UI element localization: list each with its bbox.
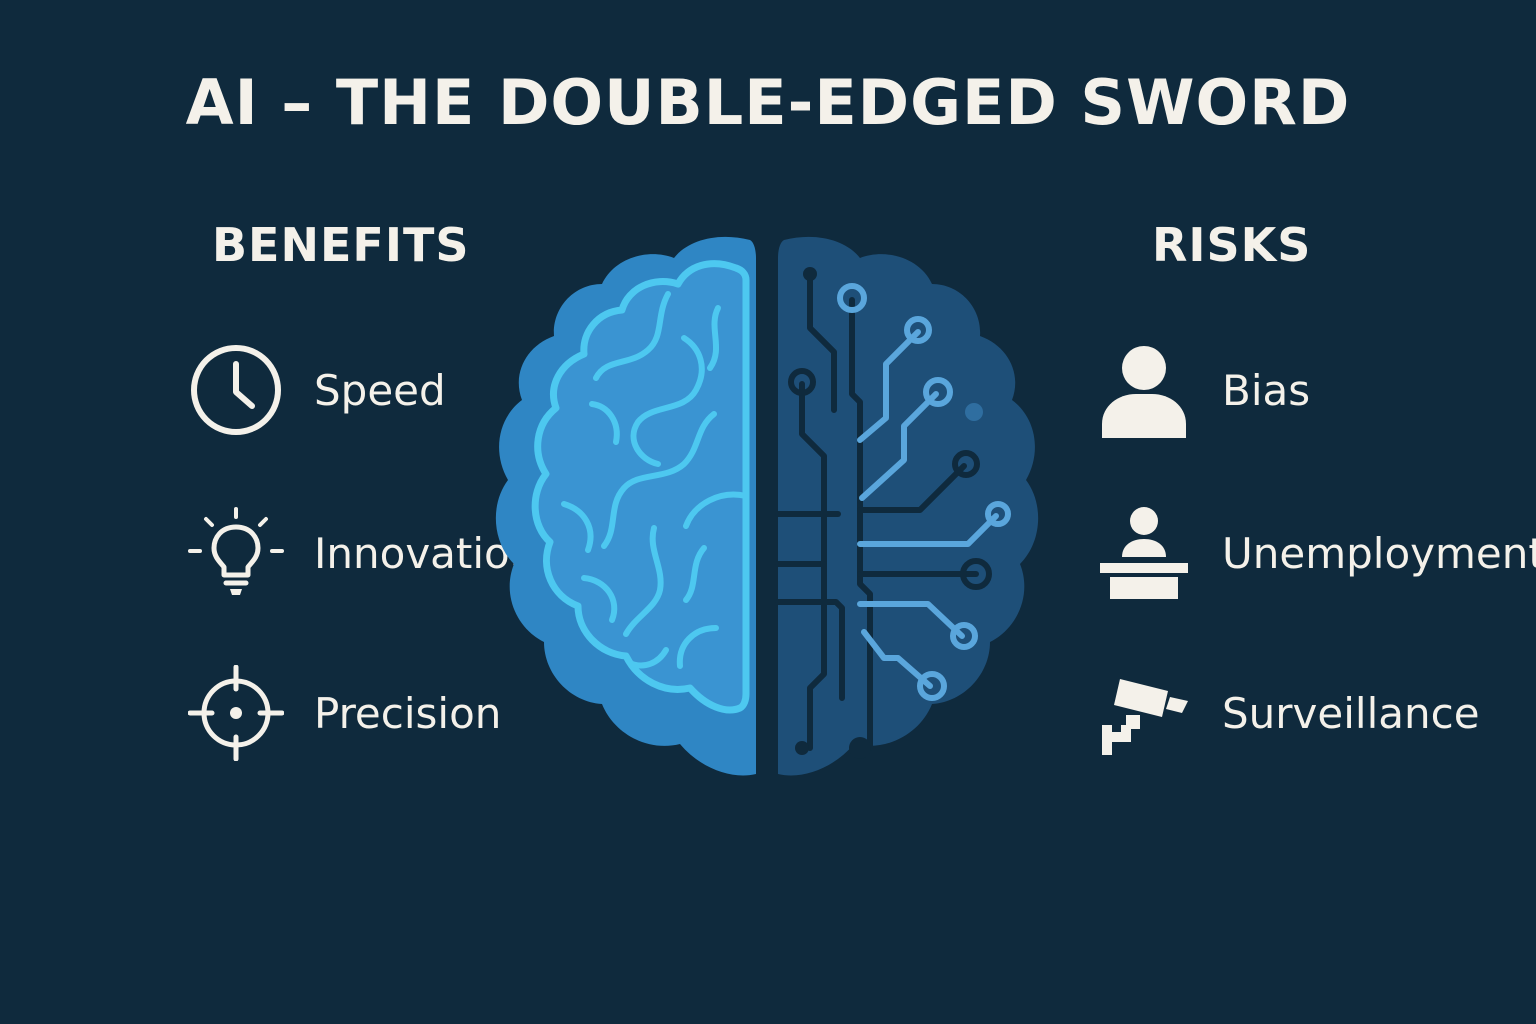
risk-item-bias: Bias [1096,342,1310,438]
benefit-item-innovation: Innovation [188,505,536,601]
benefit-item-precision: Precision [188,665,501,761]
clock-icon [188,342,284,438]
benefits-heading: BENEFITS [212,218,470,272]
risk-item-surveillance: Surveillance [1096,665,1480,761]
risk-item-unemployment: Unemployment [1096,505,1536,601]
crosshair-icon [188,665,284,761]
brain-illustration [495,236,1039,776]
benefit-item-speed: Speed [188,342,446,438]
person-icon [1096,342,1192,438]
risk-label: Surveillance [1222,688,1480,738]
benefit-label: Precision [314,688,502,738]
risk-label: Unemployment [1222,528,1536,578]
security-camera-icon [1096,665,1192,761]
page-title: AI – THE DOUBLE-EDGED SWORD [185,66,1351,139]
risks-heading: RISKS [1152,218,1312,272]
person-at-desk-icon [1096,505,1192,601]
benefit-label: Speed [314,365,446,415]
lightbulb-icon [188,505,284,601]
risk-label: Bias [1222,365,1311,415]
